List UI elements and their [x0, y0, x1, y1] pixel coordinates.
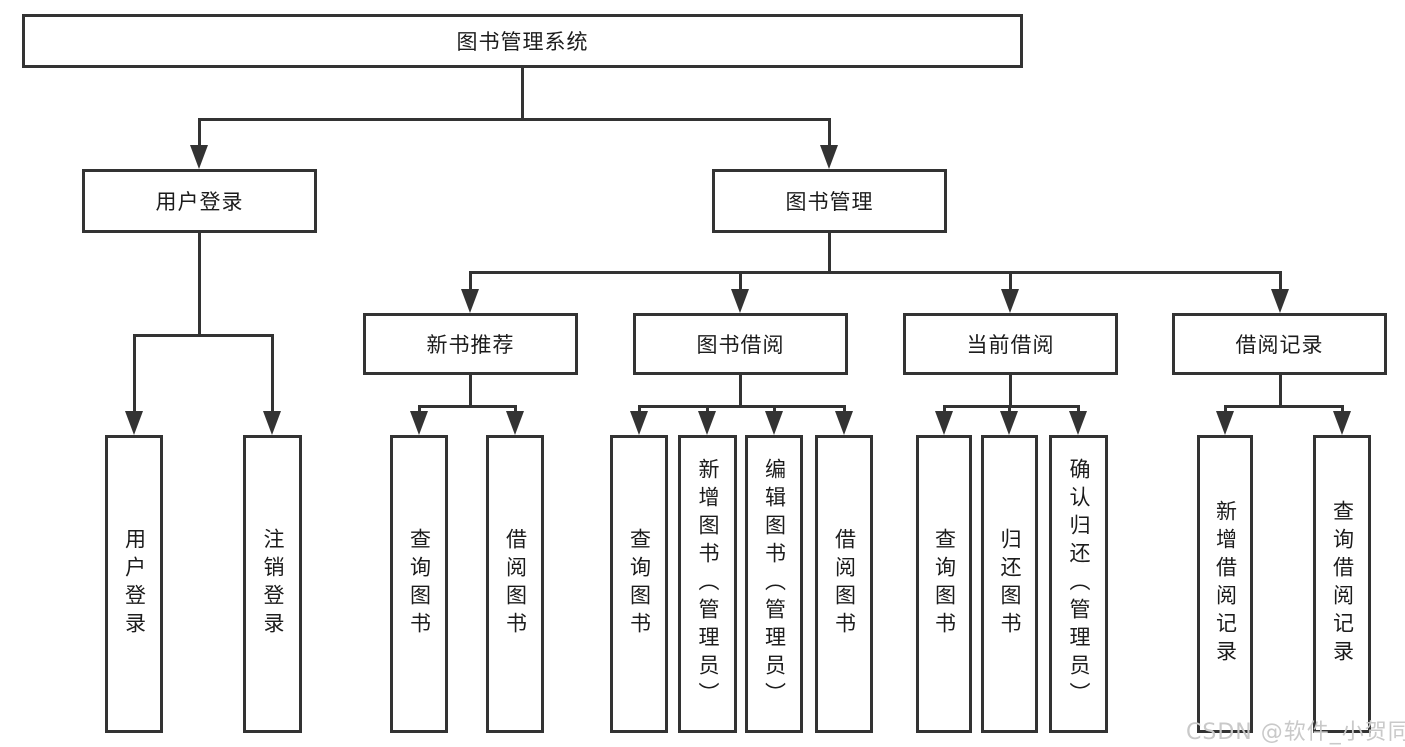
connector-line	[514, 405, 517, 415]
connector-line	[828, 233, 831, 273]
leaf-query-books-borrowing: 查询图书	[610, 435, 668, 733]
connector-line	[133, 334, 274, 337]
leaf-user-login: 用户登录	[105, 435, 163, 733]
watermark: CSDN @软件_小贺同学	[1186, 720, 1405, 745]
node-library-management-system: 图书管理系统	[22, 14, 1023, 68]
node-book-borrowing: 图书借阅	[633, 313, 848, 375]
arrow-down-icon	[935, 411, 953, 435]
leaf-label: 新增图书（管理员）	[696, 458, 721, 710]
leaf-confirm-return-admin: 确认归还（管理员）	[1049, 435, 1108, 733]
leaf-borrow-books-recommend: 借阅图书	[486, 435, 544, 733]
node-label: 图书管理系统	[456, 30, 589, 54]
node-borrowing-records: 借阅记录	[1172, 313, 1387, 375]
leaf-label: 编辑图书（管理员）	[762, 458, 787, 710]
leaf-borrow-books-borrowing: 借阅图书	[815, 435, 873, 733]
arrow-down-icon	[410, 411, 428, 435]
connector-line	[943, 405, 1080, 408]
arrow-down-icon	[1069, 411, 1087, 435]
connector-line	[1009, 271, 1012, 293]
leaf-label: 借阅图书	[832, 528, 857, 640]
connector-line	[1279, 271, 1282, 293]
node-label: 当前借阅	[966, 333, 1055, 357]
arrow-down-icon	[835, 411, 853, 435]
connector-line	[198, 118, 831, 121]
connector-line	[418, 405, 517, 408]
arrow-down-icon	[731, 289, 749, 313]
leaf-query-borrow-record: 查询借阅记录	[1313, 435, 1371, 733]
leaf-query-books-current: 查询图书	[916, 435, 972, 733]
connector-line	[638, 405, 846, 408]
connector-line	[271, 334, 274, 414]
node-user-login: 用户登录	[82, 169, 317, 233]
node-label: 新书推荐	[426, 333, 515, 357]
connector-line	[1008, 405, 1011, 415]
connector-line	[1341, 405, 1344, 415]
leaf-label: 查询图书	[407, 528, 432, 640]
connector-line	[943, 405, 946, 415]
connector-line	[418, 405, 421, 415]
arrow-down-icon	[1333, 411, 1351, 435]
connector-line	[469, 375, 472, 406]
arrow-down-icon	[630, 411, 648, 435]
connector-line	[843, 405, 846, 415]
arrow-down-icon	[1216, 411, 1234, 435]
leaf-label: 确认归还（管理员）	[1067, 458, 1092, 710]
connector-line	[133, 334, 136, 414]
node-label: 图书借阅	[696, 333, 785, 357]
leaf-label: 借阅图书	[503, 528, 528, 640]
node-label: 图书管理	[785, 190, 874, 214]
leaf-label: 查询借阅记录	[1330, 500, 1355, 668]
connector-line	[1224, 405, 1344, 408]
node-current-borrowing: 当前借阅	[903, 313, 1118, 375]
connector-line	[521, 68, 524, 119]
connector-line	[706, 405, 709, 415]
connector-line	[638, 405, 641, 415]
arrow-down-icon	[263, 411, 281, 435]
connector-line	[198, 233, 201, 336]
arrow-down-icon	[698, 411, 716, 435]
arrow-down-icon	[765, 411, 783, 435]
arrow-down-icon	[1271, 289, 1289, 313]
node-new-book-recommendation: 新书推荐	[363, 313, 578, 375]
arrow-down-icon	[125, 411, 143, 435]
connector-line	[1077, 405, 1080, 415]
leaf-logout: 注销登录	[243, 435, 302, 733]
leaf-label: 注销登录	[261, 528, 286, 640]
connector-line	[739, 271, 742, 293]
node-label: 借阅记录	[1235, 333, 1324, 357]
connector-line	[739, 375, 742, 406]
leaf-add-book-admin: 新增图书（管理员）	[678, 435, 737, 733]
arrow-down-icon	[1001, 289, 1019, 313]
leaf-label: 新增借阅记录	[1213, 500, 1238, 668]
leaf-label: 用户登录	[122, 528, 147, 640]
connector-line	[773, 405, 776, 415]
connector-line	[828, 118, 831, 148]
leaf-query-books-recommend: 查询图书	[390, 435, 448, 733]
connector-line	[198, 118, 201, 148]
arrow-down-icon	[1000, 411, 1018, 435]
connector-line	[1224, 405, 1227, 415]
node-book-management: 图书管理	[712, 169, 947, 233]
leaf-add-borrow-record: 新增借阅记录	[1197, 435, 1253, 733]
leaf-label: 查询图书	[932, 528, 957, 640]
connector-line	[469, 271, 472, 293]
leaf-return-books: 归还图书	[981, 435, 1038, 733]
leaf-label: 归还图书	[998, 528, 1023, 640]
arrow-down-icon	[820, 145, 838, 169]
leaf-label: 查询图书	[627, 528, 652, 640]
leaf-edit-book-admin: 编辑图书（管理员）	[745, 435, 803, 733]
connector-line	[1009, 375, 1012, 406]
arrow-down-icon	[506, 411, 524, 435]
node-label: 用户登录	[155, 190, 244, 214]
connector-line	[1279, 375, 1282, 406]
arrow-down-icon	[190, 145, 208, 169]
arrow-down-icon	[461, 289, 479, 313]
connector-line	[469, 271, 1282, 274]
